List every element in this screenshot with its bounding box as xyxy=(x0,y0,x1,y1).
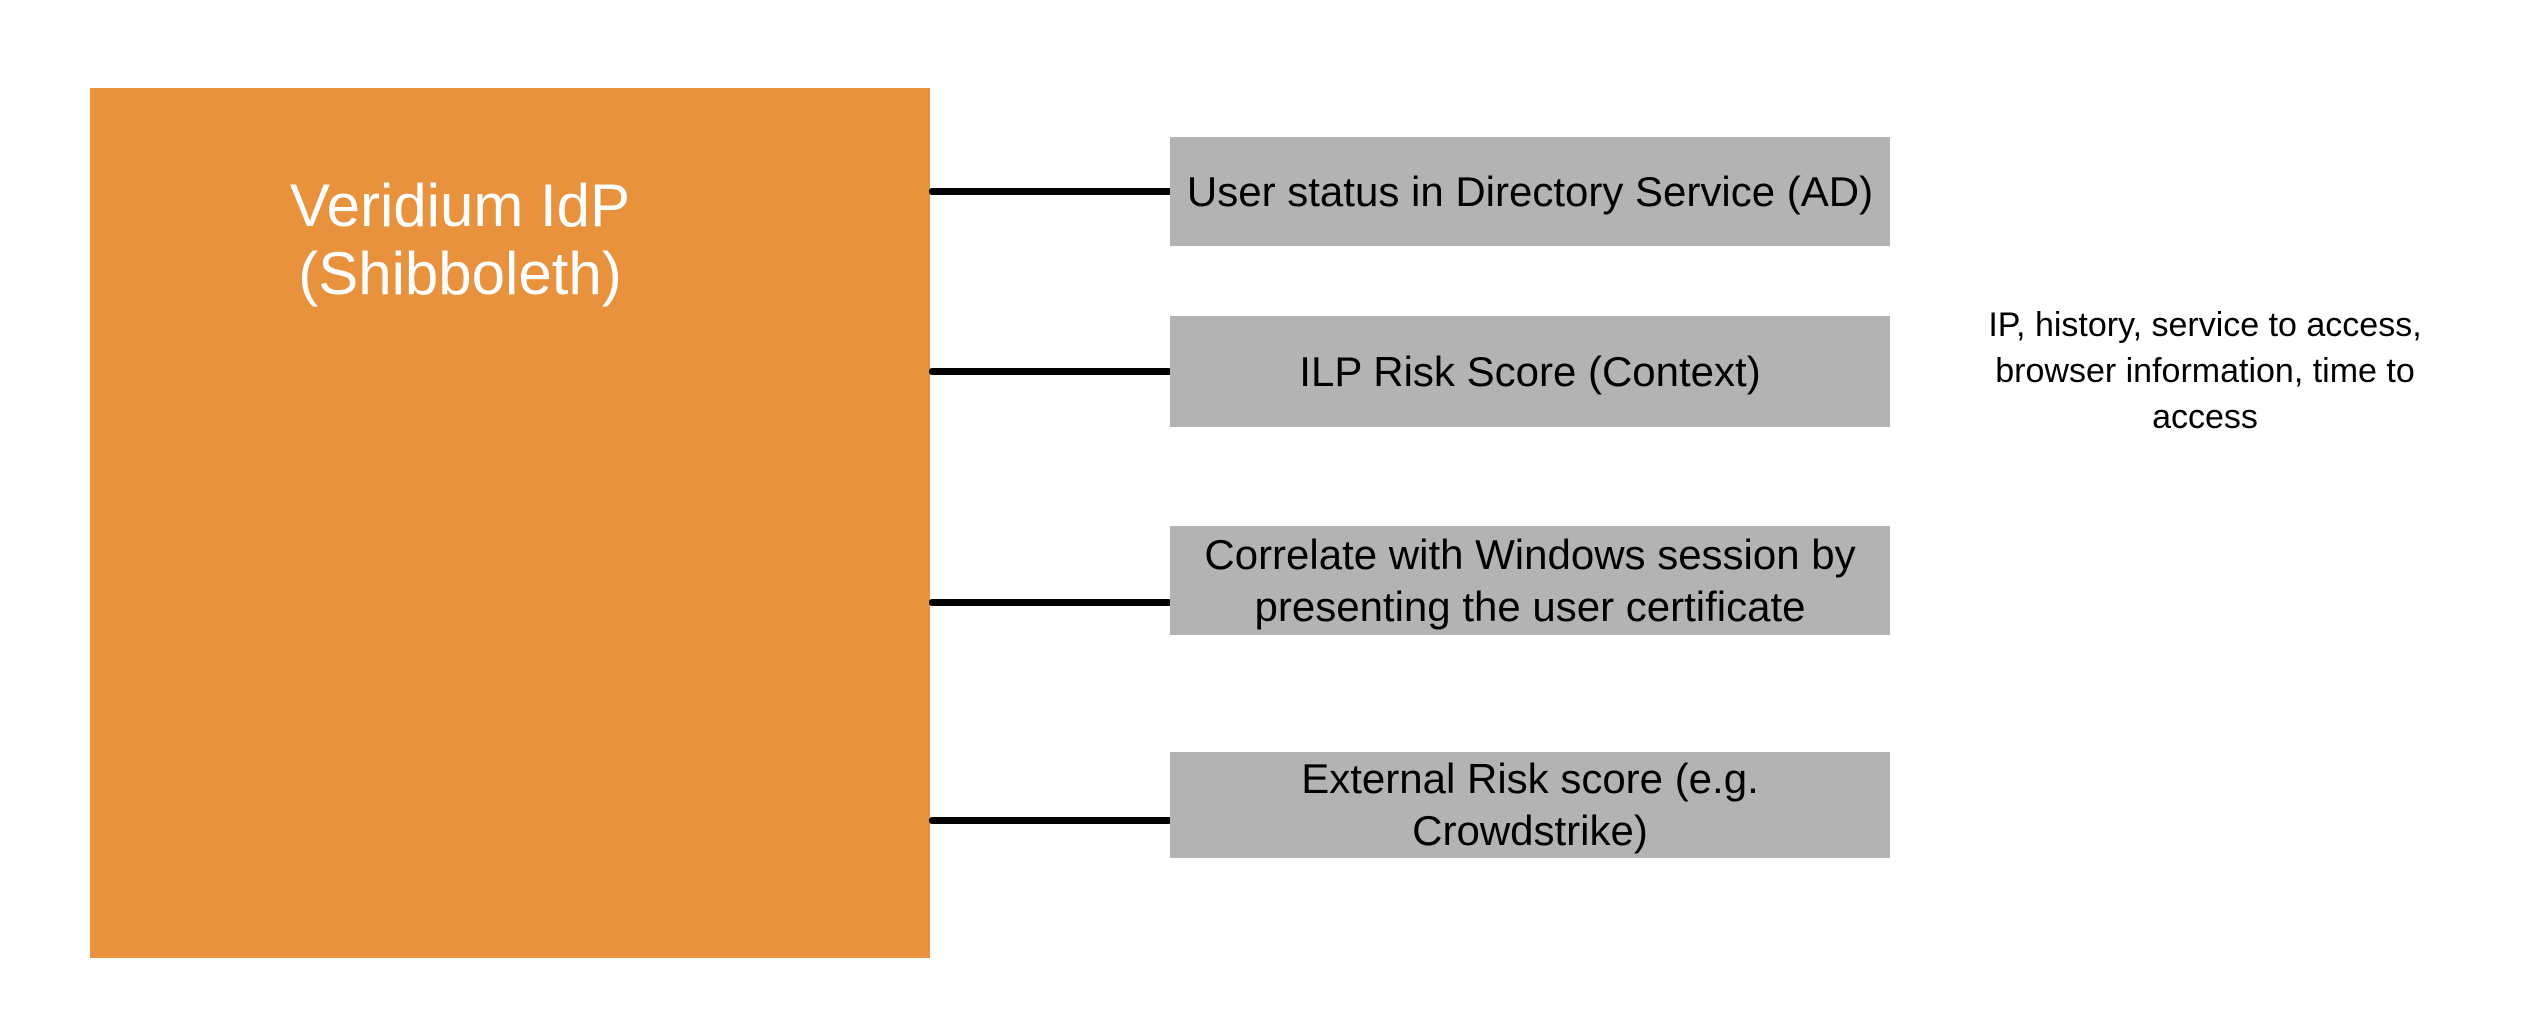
idp-shape: Veridium IdP (Shibboleth) xyxy=(90,88,930,958)
factor-box-external-risk-score-label: External Risk score (e.g. Crowdstrike) xyxy=(1301,755,1759,854)
idp-label-line1: Veridium IdP xyxy=(289,172,631,239)
factor-box-user-status: User status in Directory Service (AD) xyxy=(1170,137,1890,246)
factor-box-correlate-session-label: Correlate with Windows session by presen… xyxy=(1204,530,1856,630)
idp-label-line2: (Shibboleth) xyxy=(298,240,622,307)
factor-box-external-risk-score: External Risk score (e.g. Crowdstrike) xyxy=(1170,752,1890,858)
factor-box-ilp-risk-score: ILP Risk Score (Context) xyxy=(1170,316,1890,427)
connector-line-ilp-risk-score xyxy=(929,368,1172,375)
connector-line-external-risk-score xyxy=(929,817,1172,824)
factor-box-correlate-session: Correlate with Windows session by presen… xyxy=(1170,526,1890,635)
idp-label: Veridium IdP (Shibboleth) xyxy=(240,172,680,308)
connector-line-correlate-session xyxy=(929,599,1172,606)
connector-line-user-status xyxy=(929,188,1172,195)
context-annotation: IP, history, service to access, browser … xyxy=(1988,306,2422,436)
factor-box-user-status-label: User status in Directory Service (AD) xyxy=(1186,167,1874,215)
factor-box-ilp-risk-score-label: ILP Risk Score (Context) xyxy=(1299,347,1761,395)
